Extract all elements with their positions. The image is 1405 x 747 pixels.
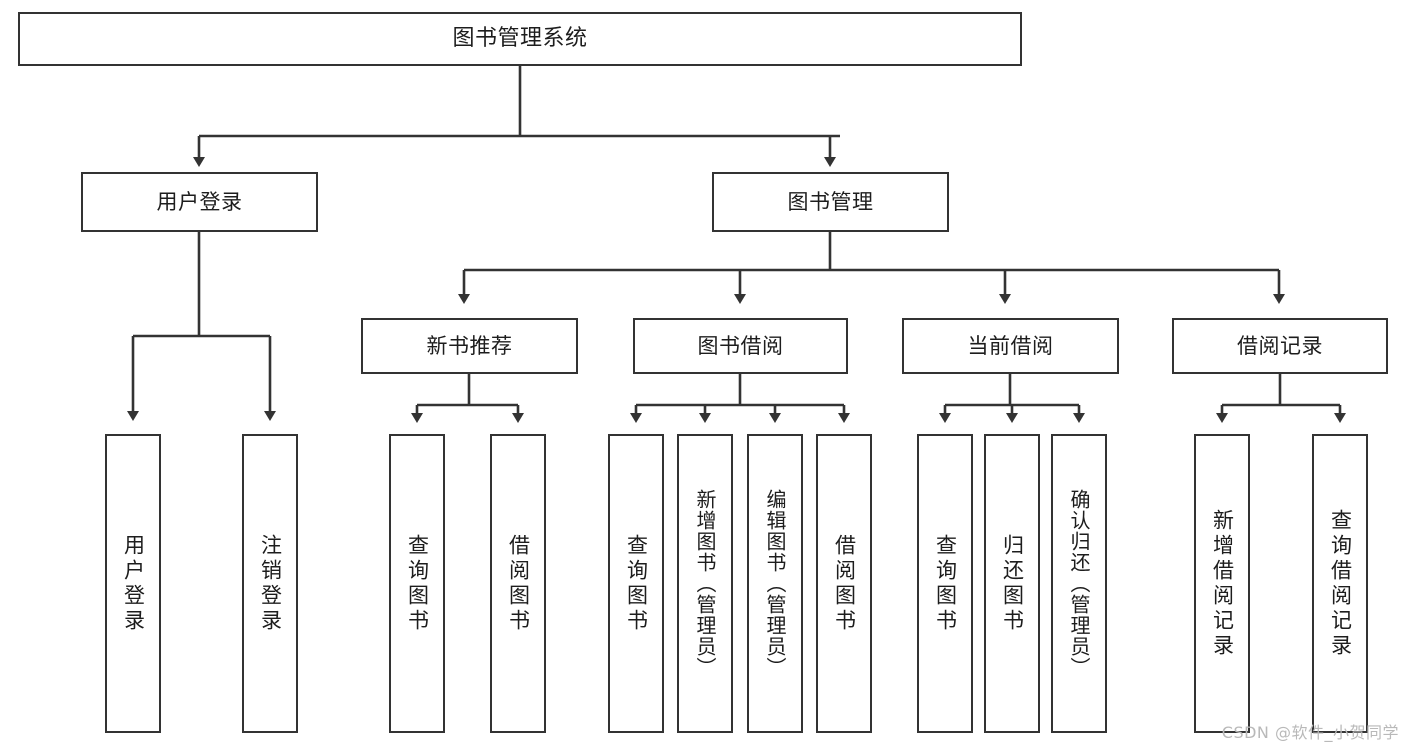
node-new-book-recommend[interactable]: 新书推荐 bbox=[361, 318, 578, 374]
node-book-management[interactable]: 图书管理 bbox=[712, 172, 949, 232]
node-label: 查询图书 bbox=[624, 533, 649, 634]
node-root-book-management-system[interactable]: 图书管理系统 bbox=[18, 12, 1022, 66]
node-label: 新增图书（管理员） bbox=[693, 489, 717, 678]
node-label: 新书推荐 bbox=[426, 333, 513, 358]
node-current-borrow[interactable]: 当前借阅 bbox=[902, 318, 1119, 374]
leaf-book-borrow-add-book-admin[interactable]: 新增图书（管理员） bbox=[677, 434, 733, 733]
leaf-book-borrow-query-book[interactable]: 查询图书 bbox=[608, 434, 664, 733]
leaf-user-login-login[interactable]: 用户登录 bbox=[105, 434, 161, 733]
node-label: 查询图书 bbox=[405, 533, 430, 634]
node-label: 新增借阅记录 bbox=[1210, 508, 1235, 659]
leaf-book-borrow-borrow-book[interactable]: 借阅图书 bbox=[816, 434, 872, 733]
node-borrow-record[interactable]: 借阅记录 bbox=[1172, 318, 1388, 374]
node-label: 编辑图书（管理员） bbox=[763, 489, 787, 678]
leaf-new-book-query-book[interactable]: 查询图书 bbox=[389, 434, 445, 733]
node-label: 注销登录 bbox=[258, 533, 283, 634]
leaf-current-borrow-return-book[interactable]: 归还图书 bbox=[984, 434, 1040, 733]
node-label: 图书管理 bbox=[787, 189, 874, 214]
leaf-new-book-borrow-book[interactable]: 借阅图书 bbox=[490, 434, 546, 733]
node-label: 当前借阅 bbox=[967, 333, 1054, 358]
node-label: 归还图书 bbox=[1000, 533, 1025, 634]
node-label: 查询借阅记录 bbox=[1328, 508, 1353, 659]
csdn-watermark: CSDN @软件_小贺同学 bbox=[1221, 723, 1399, 742]
leaf-user-login-logout[interactable]: 注销登录 bbox=[242, 434, 298, 733]
node-label: 图书管理系统 bbox=[452, 26, 588, 52]
node-book-borrow[interactable]: 图书借阅 bbox=[633, 318, 848, 374]
leaf-borrow-record-add-record[interactable]: 新增借阅记录 bbox=[1194, 434, 1250, 733]
node-user-login[interactable]: 用户登录 bbox=[81, 172, 318, 232]
node-label: 借阅记录 bbox=[1237, 333, 1323, 358]
leaf-current-borrow-query-book[interactable]: 查询图书 bbox=[917, 434, 973, 733]
node-label: 用户登录 bbox=[121, 533, 146, 634]
node-label: 图书借阅 bbox=[697, 333, 784, 358]
leaf-borrow-record-query-record[interactable]: 查询借阅记录 bbox=[1312, 434, 1368, 733]
node-label: 用户登录 bbox=[156, 189, 243, 214]
node-label: 查询图书 bbox=[933, 533, 958, 634]
node-label: 借阅图书 bbox=[832, 533, 857, 634]
leaf-current-borrow-confirm-return-admin[interactable]: 确认归还（管理员） bbox=[1051, 434, 1107, 733]
leaf-book-borrow-edit-book-admin[interactable]: 编辑图书（管理员） bbox=[747, 434, 803, 733]
node-label: 确认归还（管理员） bbox=[1067, 489, 1091, 678]
node-label: 借阅图书 bbox=[506, 533, 531, 634]
